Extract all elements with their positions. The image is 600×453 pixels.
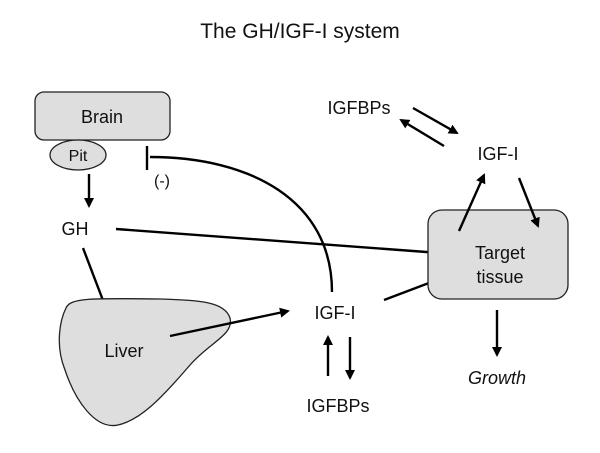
target-tissue-box	[427, 209, 569, 300]
pit-label: Pit	[69, 148, 88, 165]
growth-label: Growth	[468, 368, 526, 388]
target-label-line2: tissue	[476, 267, 523, 287]
igfbps-bottom-label: IGFBPs	[306, 396, 369, 416]
arrow-igf-top-to-target	[517, 177, 540, 228]
arrow-liver-to-igf	[169, 307, 290, 338]
pituitary-ellipse	[49, 139, 107, 171]
liver-shape	[58, 297, 231, 427]
igf-center-label: IGF-I	[315, 303, 356, 323]
arrow-igfbps-top-to-igf	[412, 106, 459, 135]
arrow-igf-to-igfbps-top	[399, 118, 445, 148]
igfbps-top-label: IGFBPs	[327, 98, 390, 118]
arrow-target-to-igf-top	[457, 173, 486, 232]
negative-feedback-curve	[149, 155, 334, 293]
liver-label: Liver	[104, 341, 143, 361]
target-label-line1: Target	[475, 243, 525, 263]
diagram-title: The GH/IGF-I system	[200, 20, 400, 43]
inhibition-label: (-)	[154, 173, 170, 190]
igf-top-label: IGF-I	[478, 144, 519, 164]
arrow-gh-to-target	[115, 227, 442, 258]
brain-box	[34, 91, 171, 141]
gh-label: GH	[62, 219, 89, 239]
brain-label: Brain	[81, 107, 123, 127]
